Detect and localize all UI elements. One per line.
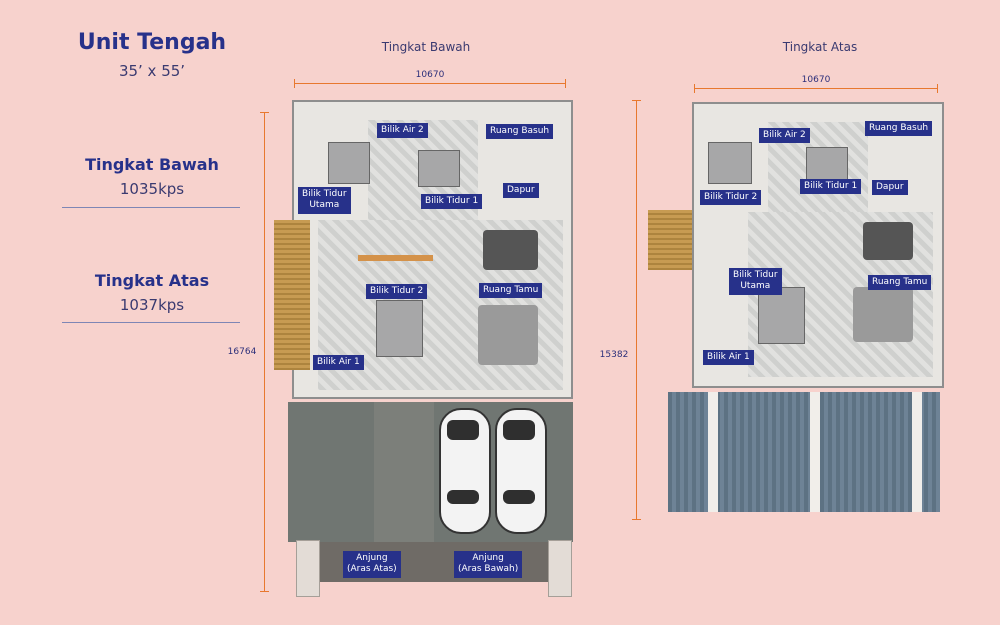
upper-roof-divider [912,392,922,512]
ground-room-bilik-tidur-2: Bilik Tidur 2 [366,284,428,300]
upper-bed-2 [708,142,752,184]
upper-height-value: 15382 [599,350,629,360]
upper-floor-area: 1037kps [119,296,185,314]
upper-roof-divider [708,392,718,512]
unit-title: Unit Tengah [77,30,227,55]
ground-floor-area: 1035kps [119,180,185,198]
ground-plan-title: Tingkat Bawah [381,40,471,54]
ground-room-anjung-bawah: Anjung (Aras Bawah) [454,551,523,578]
upper-plan-title: Tingkat Atas [782,40,858,54]
ground-room-anjung-atas: Anjung (Aras Atas) [343,551,401,578]
upper-room-ruang-basuh: Ruang Basuh [865,121,933,137]
upper-height-dimension [632,100,641,520]
upper-sofa-set [853,287,913,342]
upper-room-bilik-tidur-2: Bilik Tidur 2 [700,190,762,206]
upper-floor-plan [688,102,944,388]
summary-divider [62,207,240,208]
upper-room-ruang-tamu: Ruang Tamu [868,275,932,291]
upper-floor-label: Tingkat Atas [94,271,210,290]
ground-height-value: 16764 [227,347,257,357]
ground-height-dimension [260,112,269,592]
upper-room-dapur: Dapur [872,180,908,196]
master-bed [328,142,370,184]
upper-room-bilik-air-2: Bilik Air 2 [759,128,810,144]
sofa-set [478,305,538,365]
upper-bed-1 [806,147,848,184]
dining-table [483,230,538,270]
bed-1 [418,150,460,187]
upper-dining-table [863,222,913,260]
upper-staircase [648,210,692,270]
bed-2 [376,300,423,357]
upper-width-dimension [694,84,938,93]
upper-master-bed [758,287,805,344]
upper-room-bilik-tidur-utama: Bilik Tidur Utama [729,268,782,295]
ground-width-dimension [294,79,566,88]
ground-room-ruang-tamu: Ruang Tamu [479,283,543,299]
summary-divider [62,322,240,323]
kitchen-counter [358,255,433,261]
upper-room-bilik-tidur-1: Bilik Tidur 1 [800,179,862,195]
car-left-rear-window [447,490,479,504]
car-right-windshield [503,420,535,440]
ground-room-bilik-air-1: Bilik Air 1 [313,355,364,371]
ground-room-dapur: Dapur [503,183,539,199]
ground-room-bilik-air-2: Bilik Air 2 [377,123,428,139]
upper-width-value: 10670 [801,75,831,85]
ground-room-bilik-tidur-utama: Bilik Tidur Utama [298,187,351,214]
ground-floor-label: Tingkat Bawah [85,155,219,174]
car-left-windshield [447,420,479,440]
ground-porch-floor [374,402,434,542]
upper-roof-divider [810,392,820,512]
ground-room-bilik-tidur-1: Bilik Tidur 1 [421,194,483,210]
unit-size: 35’ x 55’ [118,62,186,80]
car-right-rear-window [503,490,535,504]
upper-room-bilik-air-1: Bilik Air 1 [703,350,754,366]
ground-staircase [274,220,310,370]
gate-pillar-right [548,540,572,597]
ground-room-ruang-basuh: Ruang Basuh [486,124,554,140]
gate-pillar-left [296,540,320,597]
ground-width-value: 10670 [415,70,445,80]
